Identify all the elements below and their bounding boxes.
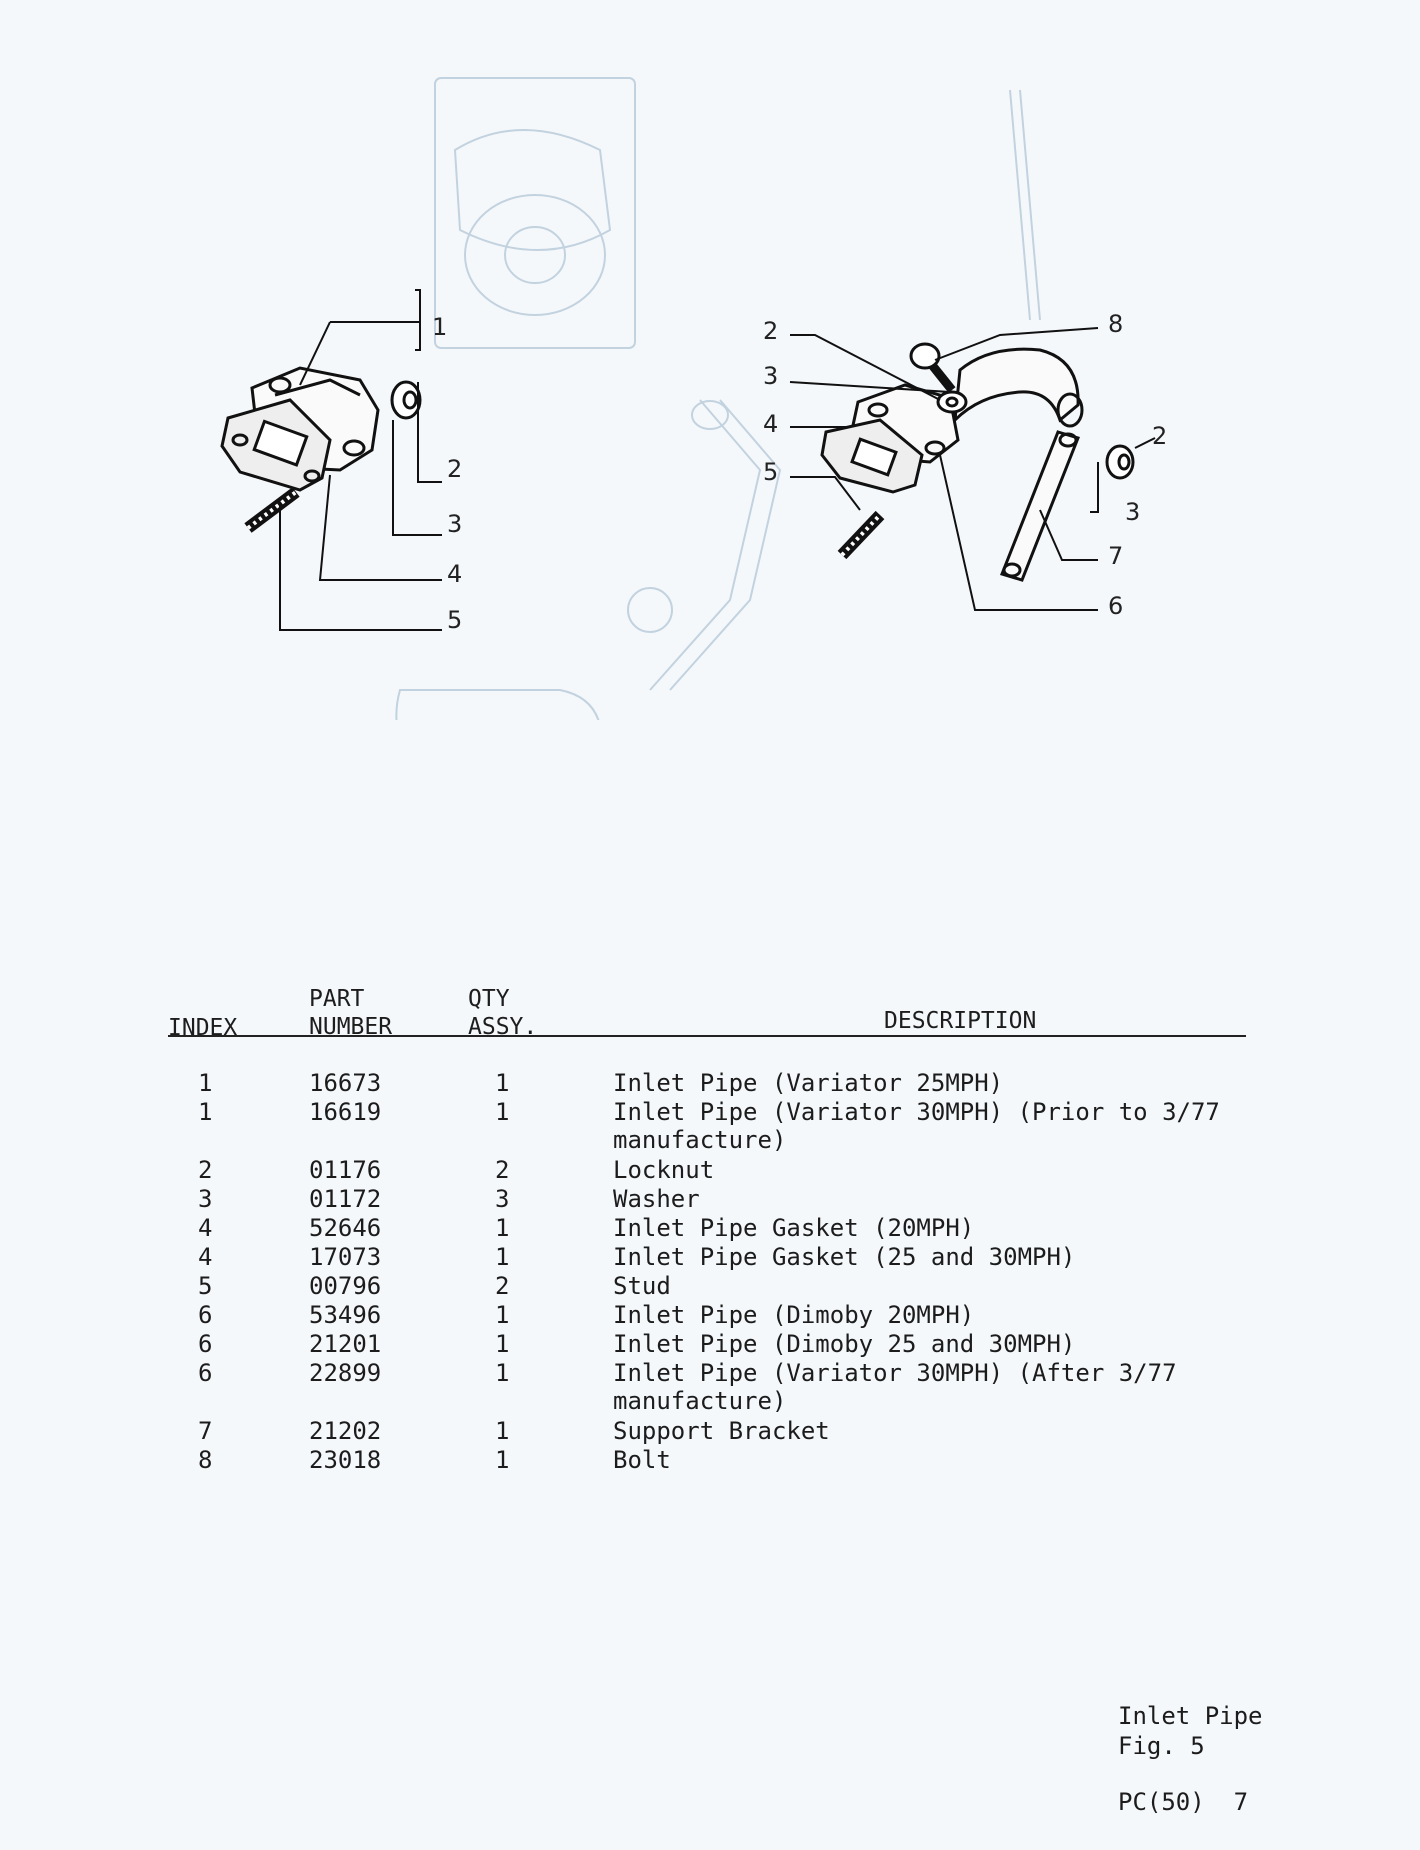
cell-index: 8 xyxy=(198,1446,213,1474)
header-part-line1: PART xyxy=(309,986,365,1012)
cell-index: 3 xyxy=(198,1185,213,1213)
cell-part-number: 00796 xyxy=(309,1272,382,1300)
callout-right-2b: 2 xyxy=(1152,422,1168,450)
cell-part-number: 16673 xyxy=(309,1069,382,1097)
cell-qty: 1 xyxy=(495,1069,510,1097)
callout-right-7: 7 xyxy=(1108,542,1124,570)
cell-part-number: 16619 xyxy=(309,1098,382,1126)
callout-left-1: 1 xyxy=(432,313,448,341)
header-qty-line1: QTY xyxy=(468,986,510,1012)
footer-title: Inlet Pipe xyxy=(1118,1702,1263,1730)
header-rule xyxy=(168,1035,1246,1037)
cell-part-number: 52646 xyxy=(309,1214,382,1242)
cell-index: 1 xyxy=(198,1098,213,1126)
cell-index: 6 xyxy=(198,1330,213,1358)
callout-left-4: 4 xyxy=(447,560,463,588)
left-leader-lines xyxy=(279,289,442,631)
cell-index: 5 xyxy=(198,1272,213,1300)
cell-qty: 1 xyxy=(495,1243,510,1271)
cell-description: Inlet Pipe Gasket (20MPH) xyxy=(613,1214,975,1242)
cell-description: Stud xyxy=(613,1272,671,1300)
cell-description: Inlet Pipe (Variator 30MPH) (Prior to 3/… xyxy=(613,1098,1220,1154)
callout-right-3b: 3 xyxy=(1125,498,1141,526)
cell-index: 4 xyxy=(198,1243,213,1271)
footer-page-number: PC(50) 7 xyxy=(1118,1788,1249,1816)
cell-description: Bolt xyxy=(613,1446,671,1474)
cell-qty: 1 xyxy=(495,1417,510,1445)
cell-qty: 1 xyxy=(495,1330,510,1358)
background-engine-sketch xyxy=(395,77,1041,720)
cell-description: Inlet Pipe (Variator 30MPH) (After 3/77 … xyxy=(613,1359,1177,1415)
callout-left-2: 2 xyxy=(447,455,463,483)
cell-index: 6 xyxy=(198,1301,213,1329)
header-index: INDEX xyxy=(168,1015,238,1041)
callout-right-8: 8 xyxy=(1108,310,1124,338)
callout-left-5: 5 xyxy=(447,606,463,634)
callout-right-5: 5 xyxy=(763,458,779,486)
cell-description: Washer xyxy=(613,1185,700,1213)
cell-index: 6 xyxy=(198,1359,213,1387)
cell-part-number: 53496 xyxy=(309,1301,382,1329)
cell-description: Locknut xyxy=(613,1156,715,1184)
cell-part-number: 17073 xyxy=(309,1243,382,1271)
cell-part-number: 21201 xyxy=(309,1330,382,1358)
callout-left-3: 3 xyxy=(447,510,463,538)
cell-description: Support Bracket xyxy=(613,1417,830,1445)
callout-right-2: 2 xyxy=(763,317,779,345)
parts-diagram xyxy=(220,77,1156,720)
callout-right-6: 6 xyxy=(1108,592,1124,620)
cell-qty: 1 xyxy=(495,1214,510,1242)
cell-description: Inlet Pipe (Variator 25MPH) xyxy=(613,1069,1004,1097)
cell-index: 2 xyxy=(198,1156,213,1184)
callout-right-3: 3 xyxy=(763,362,779,390)
callout-right-4: 4 xyxy=(763,410,779,438)
right-leader-lines xyxy=(789,327,1156,611)
cell-qty: 3 xyxy=(495,1185,510,1213)
cell-index: 7 xyxy=(198,1417,213,1445)
cell-part-number: 01176 xyxy=(309,1156,382,1184)
cell-qty: 2 xyxy=(495,1272,510,1300)
cell-description: Inlet Pipe Gasket (25 and 30MPH) xyxy=(613,1243,1076,1271)
cell-description: Inlet Pipe (Dimoby 20MPH) xyxy=(613,1301,975,1329)
cell-qty: 1 xyxy=(495,1446,510,1474)
cell-qty: 1 xyxy=(495,1301,510,1329)
cell-part-number: 23018 xyxy=(309,1446,382,1474)
cell-qty: 1 xyxy=(495,1098,510,1126)
cell-index: 4 xyxy=(198,1214,213,1242)
cell-description: Inlet Pipe (Dimoby 25 and 30MPH) xyxy=(613,1330,1076,1358)
cell-qty: 1 xyxy=(495,1359,510,1387)
cell-part-number: 01172 xyxy=(309,1185,382,1213)
right-assembly xyxy=(820,342,1135,582)
cell-part-number: 21202 xyxy=(309,1417,382,1445)
cell-part-number: 22899 xyxy=(309,1359,382,1387)
header-description: DESCRIPTION xyxy=(884,1008,1037,1034)
left-assembly xyxy=(220,366,422,533)
cell-qty: 2 xyxy=(495,1156,510,1184)
footer-figure: Fig. 5 xyxy=(1118,1732,1205,1760)
cell-index: 1 xyxy=(198,1069,213,1097)
